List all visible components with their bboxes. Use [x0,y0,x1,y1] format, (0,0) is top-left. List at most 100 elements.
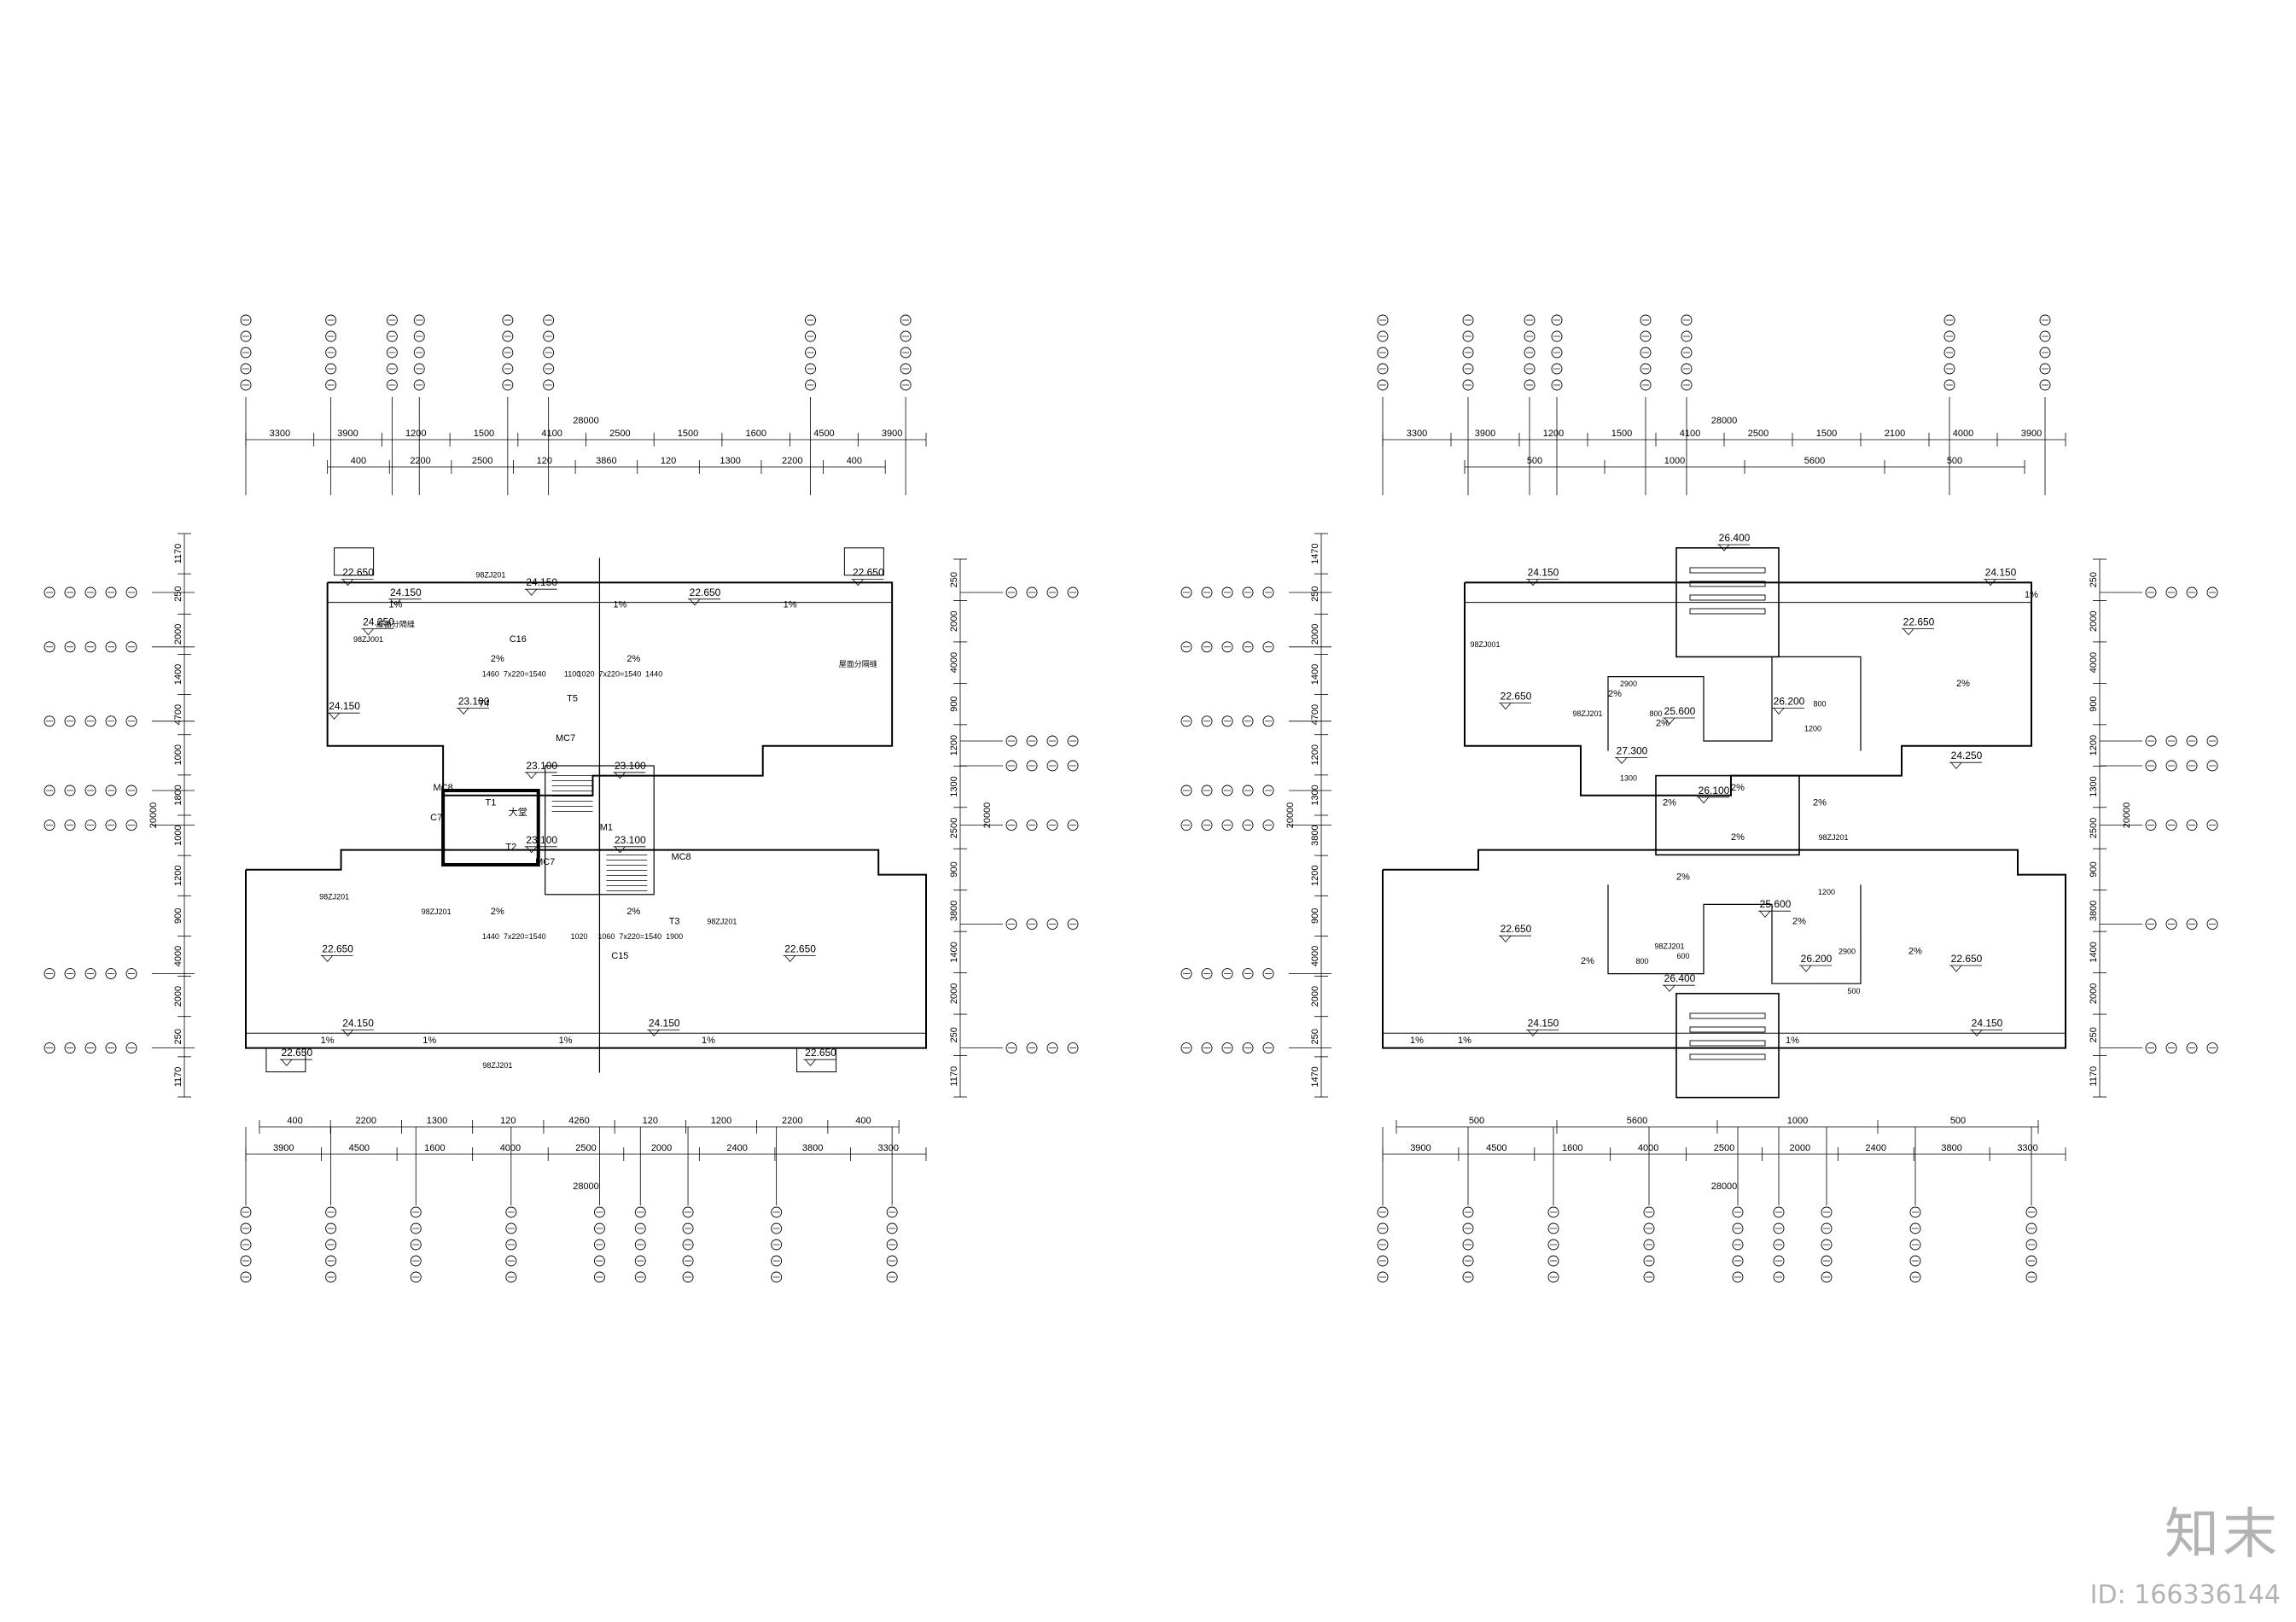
elevation-text: 25.600 [1664,705,1696,717]
axis-bubble [505,1239,517,1251]
axis-bubble [2186,586,2198,598]
axis-bubble [1643,1222,1655,1234]
dimension-text: 3900 [882,429,902,439]
axis-bubble [1462,1271,1474,1283]
elevation-text: 24.150 [342,1017,374,1029]
roof-note: 98ZJ201 [475,571,505,580]
axis-bubble [1221,715,1233,727]
dimension-text: 1300 [2089,776,2099,796]
axis-bubble [2206,919,2218,931]
axis-bubble [410,1206,422,1218]
slope-text: 2% [1676,872,1690,882]
axis-bubble [1643,1206,1655,1218]
axis-bubble [1462,347,1474,359]
lower-roof-stair [1675,993,1780,1099]
stair-dimension: 1440 [482,932,499,941]
axis-bubble [593,1222,605,1234]
stair-dimension: 1440 [645,670,662,679]
axis-bubble [386,379,398,391]
axis-bubble [2039,330,2051,342]
axis-bubble [1005,1042,1017,1054]
small-dimension: 2900 [1620,680,1637,688]
dimension-text: 900 [2089,696,2099,711]
axis-bubble [2039,379,2051,391]
axis-bubble [64,586,76,598]
roof-ridge-lower [1607,884,1862,984]
slope-text: 2% [626,654,640,664]
dimension-text: 1200 [173,865,184,885]
elevation-text: 26.400 [1664,972,1696,984]
axis-bubble [325,1271,337,1283]
dimension-text: 5600 [1627,1116,1647,1126]
dimension-text: 2400 [1866,1143,1886,1153]
axis-bubble [1242,715,1254,727]
roof-note: 98ZJ001 [353,635,383,644]
dimension-total: 28000 [573,1181,599,1192]
elevation-mark [615,846,626,854]
axis-bubble [2145,760,2157,772]
axis-bubble [593,1255,605,1267]
plan-label: MC8 [671,852,691,862]
axis-bubble [2145,919,2157,931]
stair-dimension: 7x220=1540 [504,670,546,679]
axis-bubble [1462,1206,1474,1218]
dimension-text: 3900 [1410,1143,1431,1153]
dimension-text: 4000 [1638,1143,1658,1153]
dimension-text: 3900 [1475,429,1495,439]
axis-bubble [1943,363,1955,375]
stair-dimension: 7x220=1540 [598,670,641,679]
elevation-mark [281,1059,293,1066]
stair-dimension: 1060 [597,932,615,941]
elevation-mark [1718,544,1730,551]
elevation-text: 26.400 [1719,532,1751,544]
axis-bubble [2145,1042,2157,1054]
dimension-text: 250 [1310,586,1320,602]
axis-bubble [1201,586,1213,598]
axis-bubble [1640,330,1652,342]
axis-bubble [413,379,425,391]
axis-bubble [1201,820,1213,831]
dimension-text: 3300 [270,429,290,439]
axis-bubble [1005,919,1017,931]
axis-bubble [1026,735,1038,747]
elevation-text: 24.150 [390,586,422,598]
axis-bubble [240,1255,252,1267]
axis-bubble [2025,1271,2037,1283]
axis-bubble [1681,330,1693,342]
axis-bubble [886,1206,898,1218]
dimension-text: 2000 [173,986,184,1006]
elevation-mark [1971,1030,1983,1037]
elevation-text: 24.150 [1972,1017,2003,1029]
axis-bubble [682,1222,694,1234]
dimension-text: 250 [2089,572,2099,587]
dimension-text: 2200 [782,456,802,466]
slope-text: 2% [491,654,504,664]
elevation-text: 24.150 [329,700,360,712]
axis-bubble [1551,379,1563,391]
dimension-text: 2500 [472,456,492,466]
axis-bubble [410,1271,422,1283]
elevation-mark [784,955,795,963]
elevation-mark [1664,717,1675,725]
axis-bubble [413,347,425,359]
roof-note: 98ZJ201 [482,1061,512,1070]
axis-bubble [2186,760,2198,772]
dimension-text: 3900 [2021,429,2042,439]
dimension-text: 250 [2089,1027,2099,1042]
axis-bubble [1067,735,1079,747]
dimension-text: 1500 [1816,429,1837,439]
axis-bubble [413,330,425,342]
slope-text: 2% [1663,797,1676,808]
elevation-mark [526,846,538,854]
vent-slat [1689,594,1766,601]
dimension-text: 500 [1527,456,1542,466]
slope-text: 2% [1656,719,1670,729]
slope-text: 1% [559,1036,573,1046]
axis-bubble [1643,1255,1655,1267]
axis-bubble [1046,760,1058,772]
slope-text: 1% [321,1036,335,1046]
axis-bubble [502,363,514,375]
axis-bubble [1221,1042,1233,1054]
axis-bubble [771,1206,783,1218]
